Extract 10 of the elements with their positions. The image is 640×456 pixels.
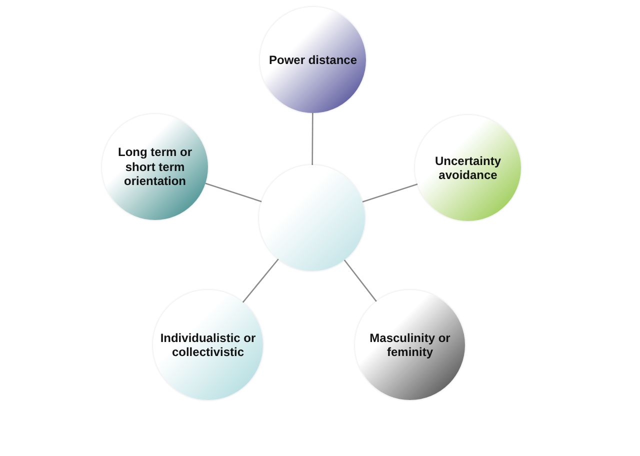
- node-label: Masculinity or feminity: [368, 330, 452, 360]
- connector-line: [362, 184, 418, 202]
- node-label: Individualistic or collectivistic: [159, 330, 257, 360]
- node-label: Power distance: [268, 52, 358, 68]
- connector-line: [242, 258, 279, 303]
- node-label: Uncertainty avoidance: [434, 154, 502, 182]
- connector-line: [312, 113, 314, 165]
- connector-line: [344, 260, 377, 302]
- connector-line: [205, 182, 262, 202]
- node-label: Long term or short term orientation: [117, 145, 193, 189]
